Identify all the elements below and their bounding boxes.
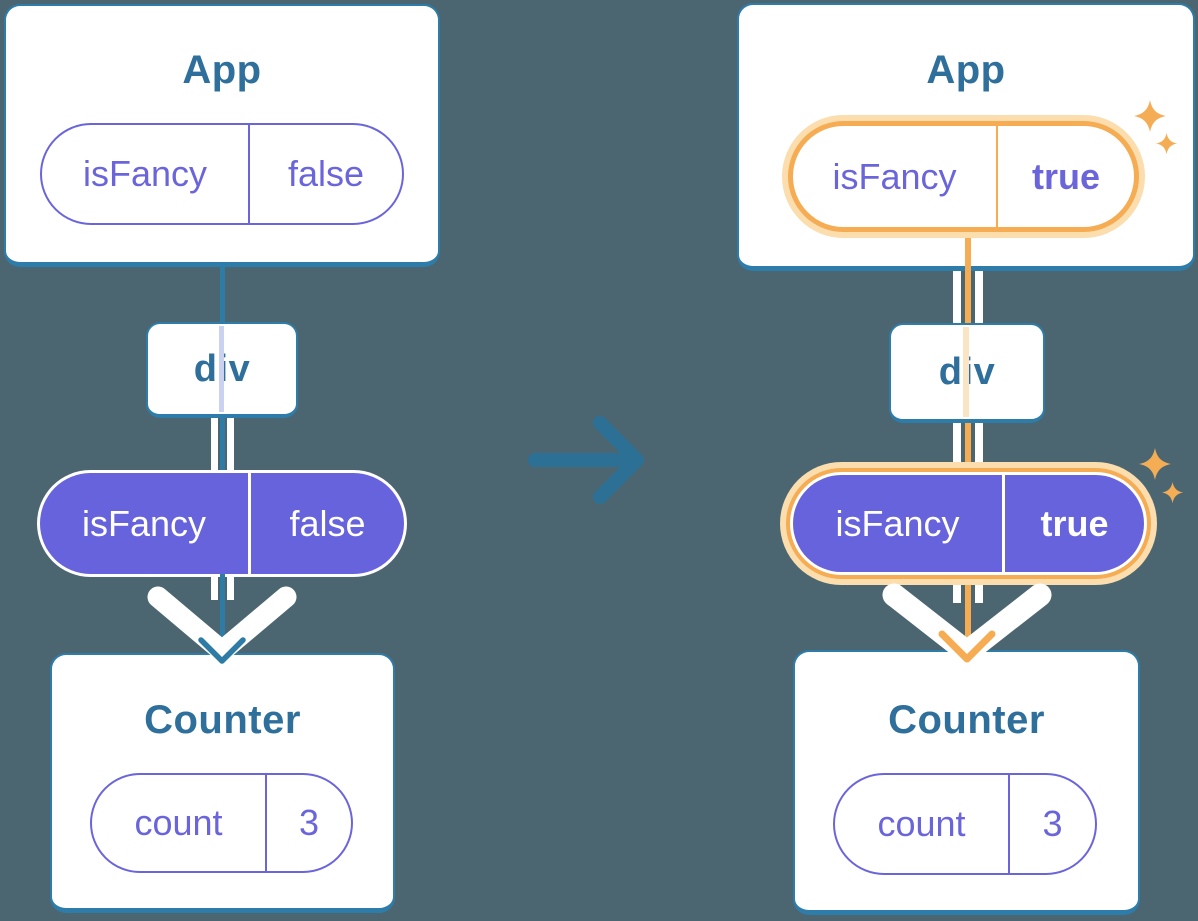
app-component-title: App [182,48,262,92]
state-flow-line [219,574,225,654]
state-flow-line [219,418,225,474]
div-element-card: div [889,323,1045,423]
prop-flow-line [211,574,218,600]
passed-prop-pill: isFancy false [40,473,404,574]
counter-state-pill: count 3 [90,773,353,873]
counter-component-title: Counter [888,698,1045,742]
app-component-title: App [926,48,1006,92]
state-name-label: count [134,802,223,843]
state-value-label: 3 [265,775,351,871]
state-value-label: 3 [1008,775,1095,873]
state-name-label: count [877,803,966,844]
highlighted-prop-glow: isFancy true [780,462,1157,585]
state-name-label: isFancy [832,155,957,197]
transition-arrow-icon [528,416,644,504]
prop-flow-line [953,423,961,462]
state-flow-line [965,585,971,657]
div-element-card: div [146,322,298,418]
prop-flow-line [975,423,983,462]
state-flow-line [219,326,224,412]
app-state-pill: isFancy false [40,123,404,225]
passed-prop-pill-ring: isFancy true [786,468,1151,579]
prop-flow-line [227,574,234,600]
prop-flow-line [211,418,218,474]
prop-flow-line [227,418,234,474]
prop-value-label: false [248,473,404,574]
prop-name-label: isFancy [835,502,960,544]
counter-state-pill: count 3 [833,773,1097,875]
app-state-pill: isFancy true [788,121,1139,232]
passed-prop-pill: isFancy true [793,475,1144,572]
state-value-label: false [248,125,402,223]
sparkle-icon [1162,482,1184,504]
prop-flow-line [953,585,961,603]
state-value-label: true [996,126,1134,227]
prop-flow-line [975,585,983,603]
state-flow-line [965,271,971,323]
highlighted-state-glow: isFancy true [782,115,1145,238]
prop-value-label: true [1002,475,1144,572]
counter-component-title: Counter [144,698,301,742]
prop-name-label: isFancy [81,502,207,544]
state-flow-line [963,327,969,417]
prop-flow-line [953,271,961,323]
prop-flow-line [975,271,983,323]
state-flow-line [965,423,971,462]
state-flow-line [965,238,971,271]
state-flow-line [219,267,225,322]
state-name-label: isFancy [82,153,208,194]
